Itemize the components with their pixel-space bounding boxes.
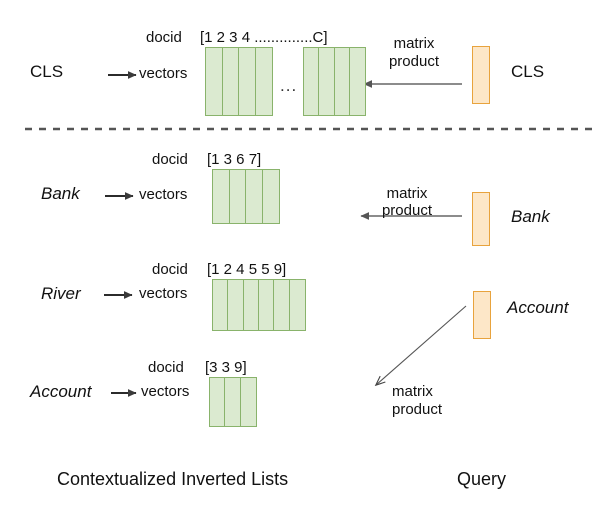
vector-cell — [319, 48, 335, 115]
term-label-river: River — [41, 284, 81, 303]
matrix-product-arrow-account — [376, 305, 467, 385]
query-token-label-account: Account — [507, 298, 569, 317]
vector-block-river — [212, 279, 306, 331]
docid-list-river: [1 2 4 5 5 9] — [207, 261, 287, 278]
docid-label-bank: docid — [152, 151, 188, 168]
vector-cell — [274, 280, 290, 330]
vectors-label-bank: vectors — [139, 186, 188, 203]
vector-cell — [263, 170, 280, 223]
docid-list-cls: [1 2 3 4 ..............C] — [200, 29, 328, 46]
matrix-product-label-bank-line2: product — [381, 202, 433, 219]
vector-cell — [350, 48, 365, 115]
vector-cell — [206, 48, 223, 115]
vector-cell — [213, 170, 230, 223]
vector-cell — [290, 280, 305, 330]
segment-ellipsis-cls: ... — [280, 76, 298, 95]
vector-cell — [335, 48, 350, 115]
docid-label-cls: docid — [146, 29, 182, 46]
vector-block-bank — [212, 169, 280, 224]
query-token-box-account — [473, 291, 491, 339]
vector-block-cls-b — [303, 47, 366, 116]
vector-cell — [223, 48, 239, 115]
docid-label-account: docid — [148, 359, 184, 376]
vector-cell — [239, 48, 256, 115]
vector-cell — [304, 48, 320, 115]
term-label-bank: Bank — [41, 184, 80, 203]
docid-list-bank: [1 3 6 7] — [207, 151, 262, 168]
vector-cell — [210, 378, 226, 426]
vector-cell — [225, 378, 241, 426]
term-label-cls: CLS — [30, 62, 64, 81]
matrix-product-label-account-line2: product — [392, 401, 443, 418]
vectors-label-cls: vectors — [139, 65, 188, 82]
matrix-product-label-account-line1: matrix — [392, 383, 433, 400]
docid-list-account: [3 3 9] — [205, 359, 247, 376]
vector-block-cls-a — [205, 47, 273, 116]
caption-contextualized-inverted-lists: Contextualized Inverted Lists — [57, 469, 289, 489]
vector-cell — [213, 280, 229, 330]
query-token-label-bank: Bank — [511, 207, 550, 226]
matrix-product-label-bank-line1: matrix — [386, 185, 428, 202]
query-token-box-cls — [472, 46, 490, 104]
docid-label-river: docid — [152, 261, 188, 278]
vector-cell — [246, 170, 263, 223]
vector-block-account — [209, 377, 257, 427]
vector-cell — [256, 48, 273, 115]
query-token-box-bank — [472, 192, 490, 246]
vector-cell — [259, 280, 275, 330]
vector-cell — [244, 280, 259, 330]
vector-cell — [241, 378, 256, 426]
vector-cell — [228, 280, 244, 330]
matrix-product-label-cls-line2: product — [388, 53, 440, 70]
caption-query: Query — [457, 469, 507, 489]
vectors-label-river: vectors — [139, 285, 188, 302]
vector-cell — [230, 170, 246, 223]
matrix-product-label-cls-line1: matrix — [393, 35, 435, 52]
term-label-account: Account — [30, 382, 92, 401]
query-token-label-cls: CLS — [511, 62, 545, 81]
vectors-label-account: vectors — [141, 383, 190, 400]
